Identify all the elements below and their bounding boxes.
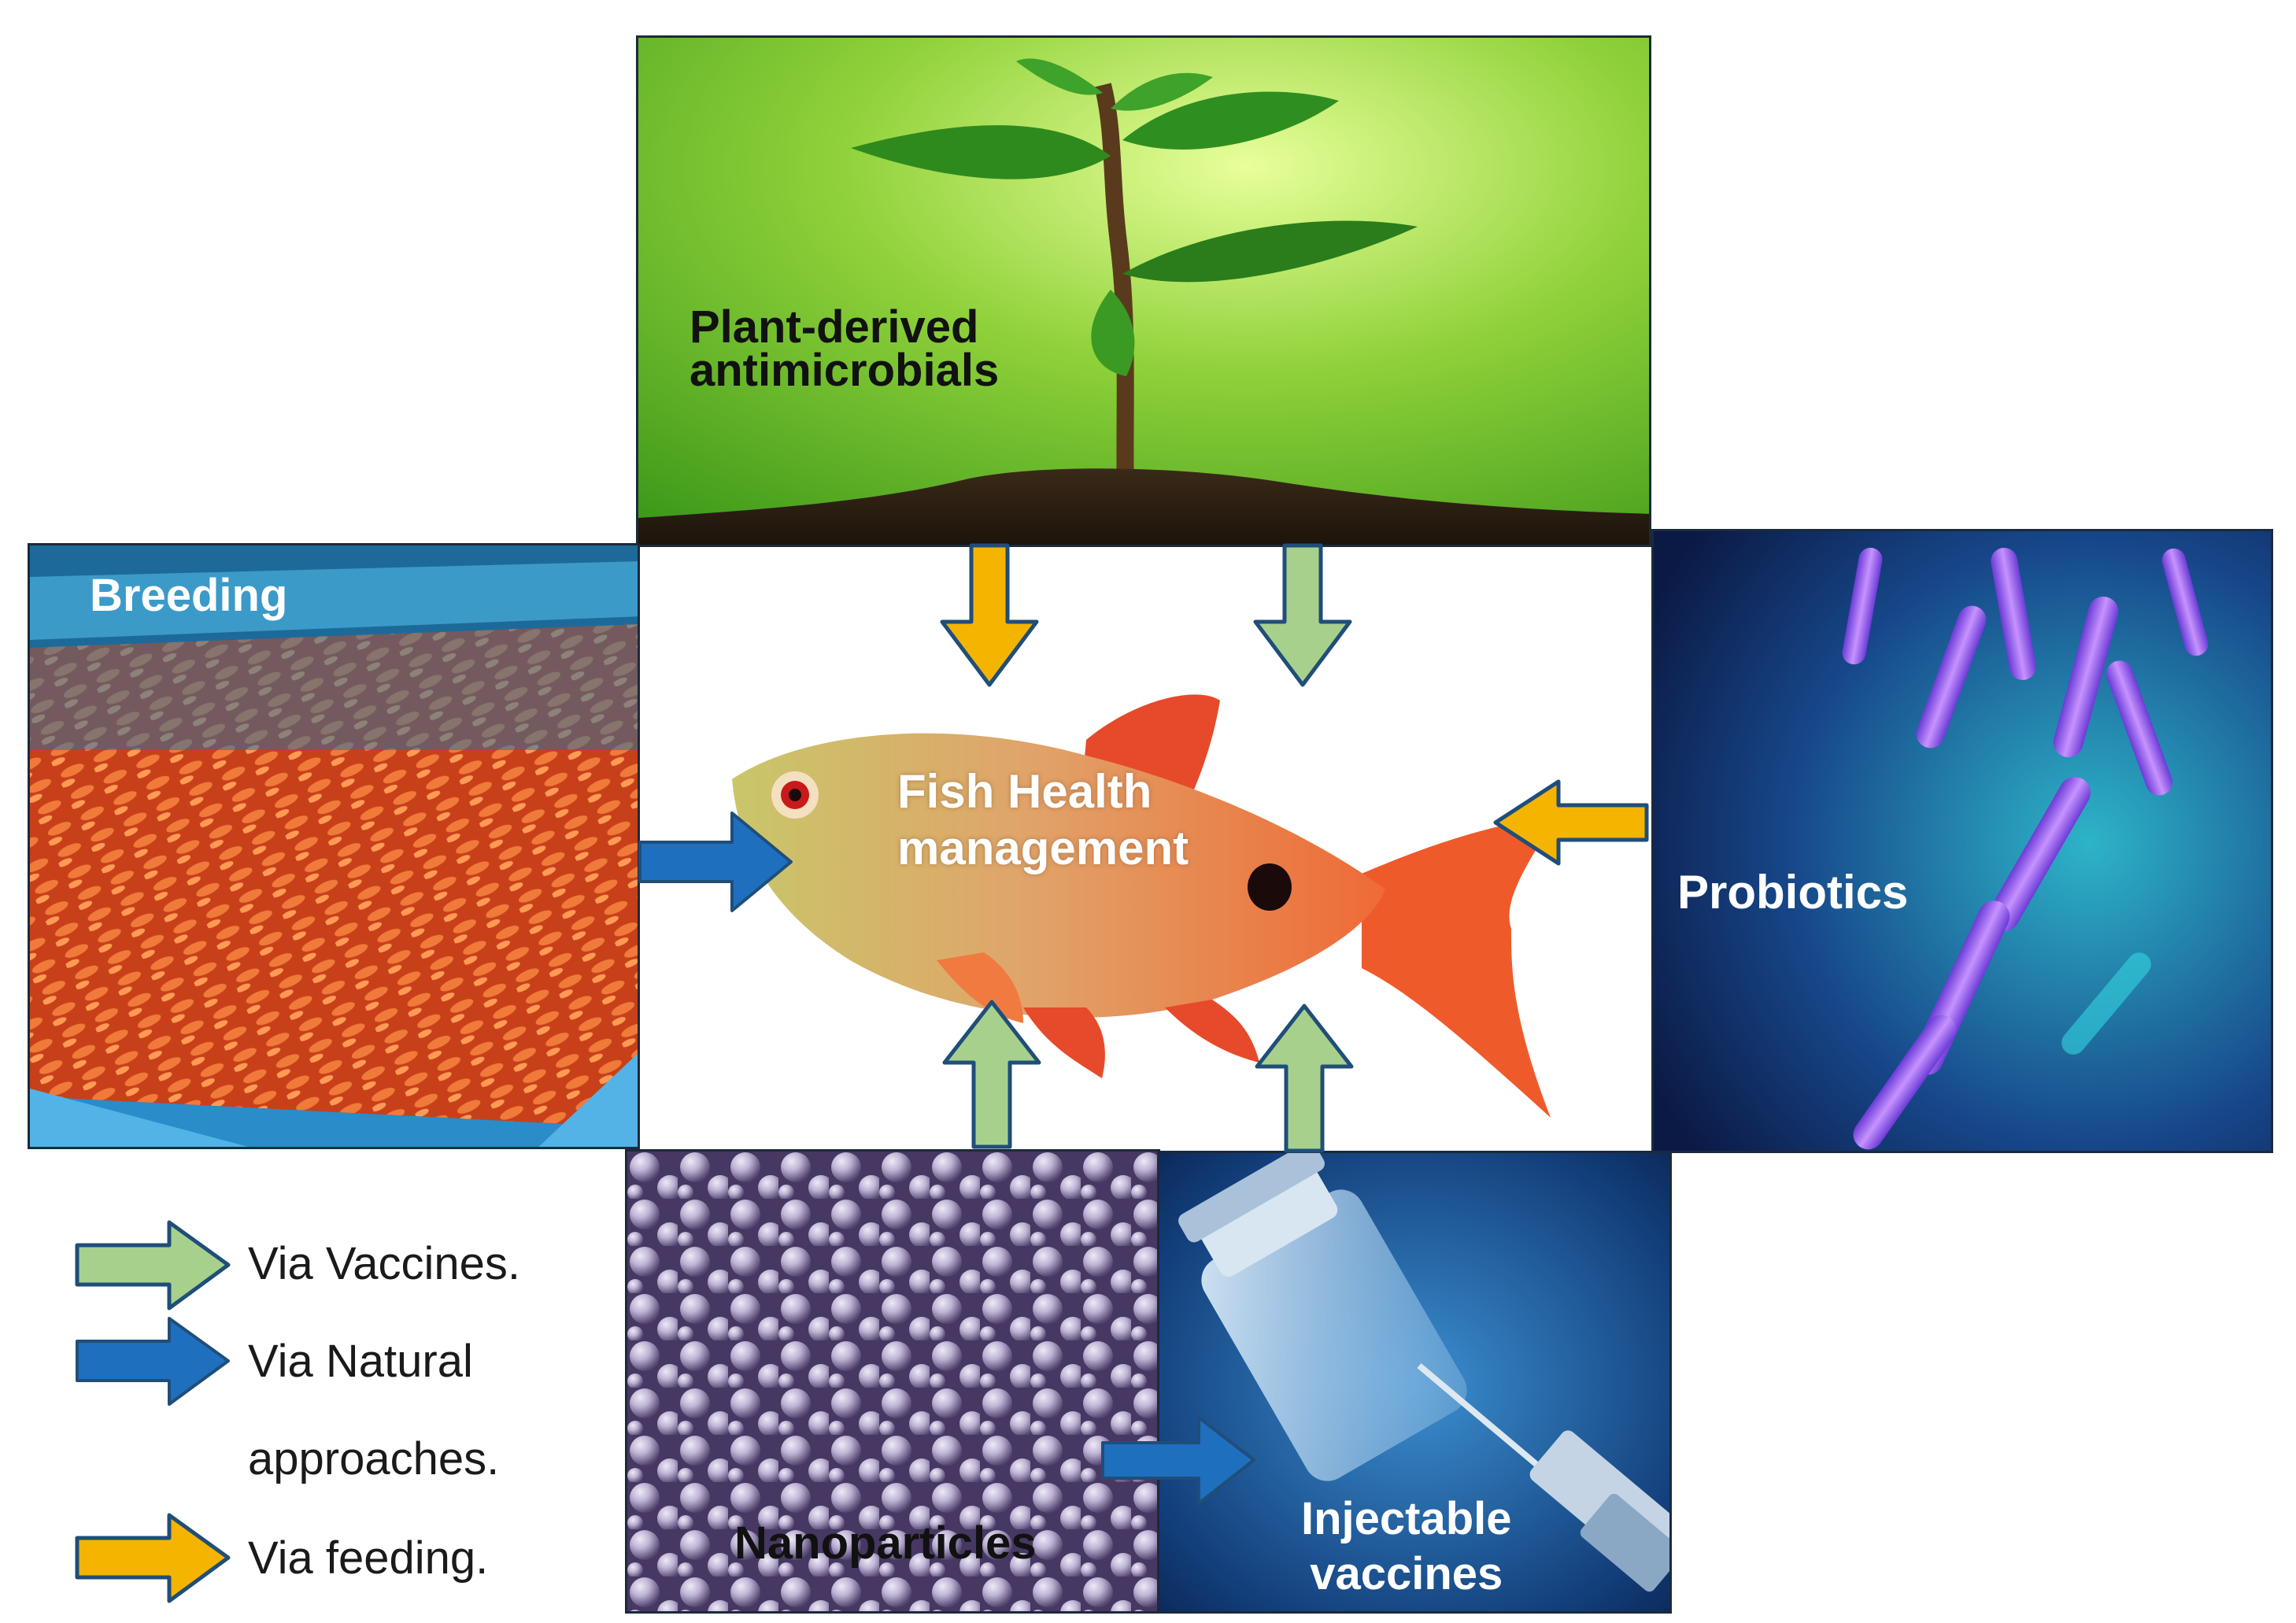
probiotic-bacteria-image xyxy=(1654,531,2271,1151)
legend-natural-arrow xyxy=(76,1317,230,1406)
natural-arrow-right-breeding xyxy=(638,812,793,912)
legend-feeding-arrow xyxy=(75,1513,231,1603)
nanoparticles-label: Nanoparticles xyxy=(734,1518,1037,1569)
plant-label-line2: antimicrobials xyxy=(690,345,1000,397)
legend-vaccines-arrow xyxy=(75,1220,231,1311)
fish-health-management-label: Fish Health management xyxy=(897,763,1189,877)
plant-derived-antimicrobials-label: Plant-derived antimicrobials xyxy=(690,301,1000,397)
nanoparticles-image xyxy=(627,1152,1158,1611)
plant-label-line1: Plant-derived xyxy=(690,301,979,353)
vaccine-vial-image xyxy=(1159,1153,1669,1611)
breeding-panel: Breeding xyxy=(28,543,640,1149)
center-title-line1: Fish Health xyxy=(897,765,1152,818)
probiotics-label: Probiotics xyxy=(1677,866,1909,919)
legend-natural-text-line1: Via Natural xyxy=(248,1336,473,1387)
injectable-vaccines-label: Injectable vaccines xyxy=(1301,1492,1512,1601)
feeding-arrow-left-probiotics xyxy=(1493,779,1649,866)
breeding-label: Breeding xyxy=(90,570,288,621)
legend-vaccines-text: Via Vaccines. xyxy=(248,1238,521,1289)
vaccines-label-line2: vaccines xyxy=(1310,1547,1503,1599)
legend-natural-text-line2: approaches. xyxy=(248,1433,500,1484)
plant-seedling-image xyxy=(638,38,1649,545)
feeding-arrow-down-top-left xyxy=(940,543,1039,687)
natural-arrow-right-nanoparticles xyxy=(1101,1416,1255,1505)
injectable-vaccines-panel: Injectable vaccines xyxy=(1157,1151,1672,1614)
breeding-tank-image xyxy=(30,545,638,1147)
vaccines-arrow-up-nanoparticles xyxy=(942,1000,1041,1149)
probiotics-panel: Probiotics xyxy=(1651,529,2273,1153)
vaccines-arrow-up-injectable xyxy=(1255,1004,1354,1153)
fish-image xyxy=(732,694,1558,1118)
center-title-line2: management xyxy=(897,822,1189,874)
legend-feeding-text: Via feeding. xyxy=(248,1532,489,1584)
nanoparticles-panel: Nanoparticles xyxy=(625,1149,1160,1614)
plant-derived-antimicrobials-panel: Plant-derived antimicrobials xyxy=(636,35,1651,547)
vaccines-label-line1: Injectable xyxy=(1301,1493,1512,1544)
vaccines-arrow-down-top-right xyxy=(1253,543,1352,687)
